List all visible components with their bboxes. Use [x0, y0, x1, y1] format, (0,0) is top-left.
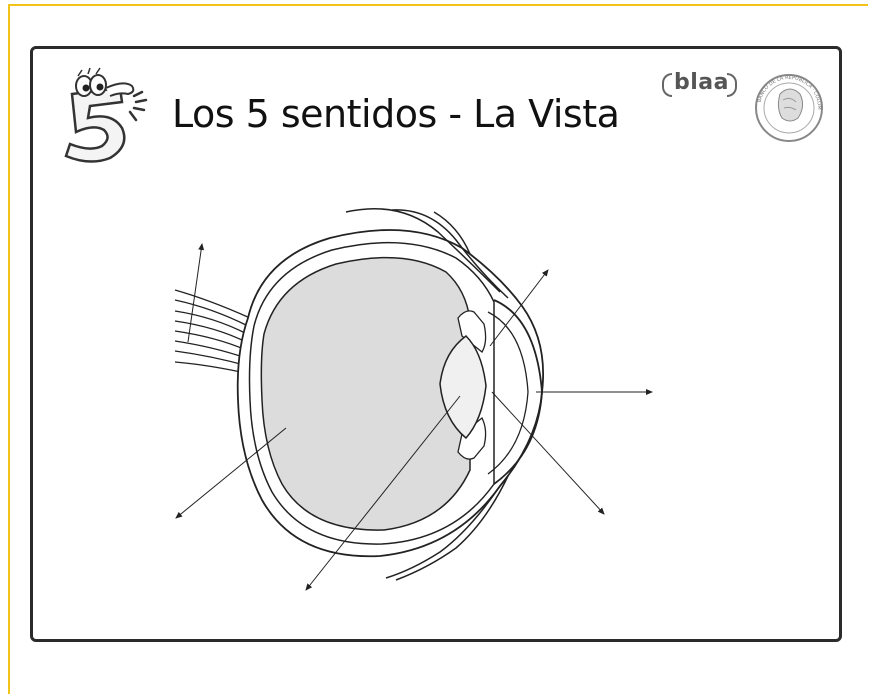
pointer-iris [489, 269, 549, 347]
pointer-optic-nerve [187, 243, 205, 343]
lens [439, 335, 487, 440]
page-title: Los 5 sentidos - La Vista [172, 92, 620, 136]
vitreous-body [260, 256, 471, 531]
brand-badge: blaa [674, 70, 729, 95]
eye-diagram [174, 207, 653, 591]
mascot-five-icon [64, 67, 148, 163]
brand-badge-left-bracket [662, 73, 672, 97]
label-pointers [175, 243, 653, 591]
pointer-ciliary [491, 391, 605, 515]
eyelid-folds [345, 207, 509, 581]
bank-seal-icon: BANCO DE LA REPUBLICA · COLOMBIA [750, 72, 823, 142]
page-frame [8, 4, 868, 694]
pointer-lens-lower [305, 395, 461, 591]
pointer-retina [175, 427, 287, 519]
